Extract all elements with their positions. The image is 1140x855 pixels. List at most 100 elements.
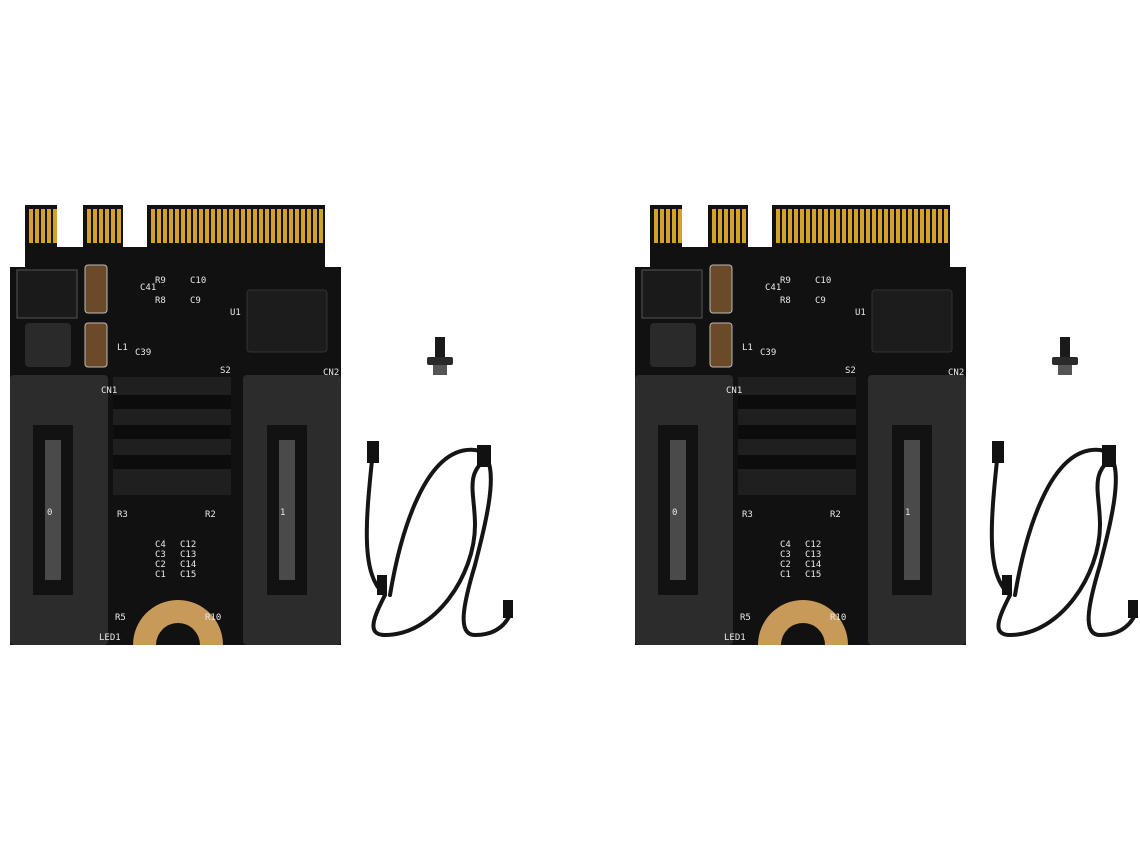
silkscreen-label: C12 <box>180 540 196 550</box>
gold-finger <box>718 209 722 243</box>
gold-finger <box>908 209 912 243</box>
gold-finger <box>175 209 179 243</box>
gold-finger <box>678 209 682 243</box>
silkscreen-label: C4 <box>780 540 791 550</box>
silkscreen-label: CN2 <box>948 368 964 378</box>
gold-finger <box>223 209 227 243</box>
gold-finger <box>944 209 948 243</box>
silkscreen-label: C4 <box>155 540 166 550</box>
silkscreen-label: LED1 <box>99 633 121 643</box>
heatsink <box>738 377 856 495</box>
gold-finger <box>41 209 45 243</box>
gold-finger <box>157 209 161 243</box>
gold-finger <box>788 209 792 243</box>
silkscreen-label: R8 <box>780 296 791 306</box>
gold-finger <box>205 209 209 243</box>
gold-finger <box>181 209 185 243</box>
silkscreen-label: R3 <box>117 510 128 520</box>
silkscreen-label: C13 <box>805 550 821 560</box>
silkscreen-label: C39 <box>135 348 151 358</box>
gold-finger <box>283 209 287 243</box>
silkscreen-label: C1 <box>780 570 791 580</box>
standoff-screw <box>1052 337 1078 375</box>
silkscreen-label: C10 <box>190 276 206 286</box>
gold-finger <box>211 209 215 243</box>
gold-finger <box>53 209 57 243</box>
silkscreen-label: C39 <box>760 348 776 358</box>
regulator-chip <box>16 269 78 319</box>
port-number-label: 0 <box>672 508 677 518</box>
gold-finger <box>736 209 740 243</box>
gold-finger <box>866 209 870 243</box>
silkscreen-label: S2 <box>845 366 856 376</box>
gold-finger <box>277 209 281 243</box>
gold-finger <box>938 209 942 243</box>
silkscreen-label: CN1 <box>101 386 117 396</box>
gold-finger <box>800 209 804 243</box>
mounting-notch <box>758 600 848 645</box>
silkscreen-label: C1 <box>155 570 166 580</box>
gold-finger <box>151 209 155 243</box>
silkscreen-label: R3 <box>742 510 753 520</box>
silkscreen-label: R10 <box>205 613 221 623</box>
gold-finger <box>163 209 167 243</box>
silkscreen-label: R5 <box>115 613 126 623</box>
gold-finger <box>902 209 906 243</box>
port-number-label: 1 <box>905 508 910 518</box>
silkscreen-label: C15 <box>180 570 196 580</box>
inductor <box>25 323 71 367</box>
silkscreen-label: C9 <box>815 296 826 306</box>
gold-finger <box>93 209 97 243</box>
port-number-label: 1 <box>280 508 285 518</box>
gold-finger <box>301 209 305 243</box>
gold-finger <box>842 209 846 243</box>
capacitor <box>84 264 108 314</box>
silkscreen-label: C12 <box>805 540 821 550</box>
silkscreen-label: C10 <box>815 276 831 286</box>
gold-finger <box>307 209 311 243</box>
gold-finger <box>187 209 191 243</box>
gold-finger <box>890 209 894 243</box>
sata-port-right <box>868 375 966 645</box>
silkscreen-label: R9 <box>780 276 791 286</box>
silkscreen-label: S2 <box>220 366 231 376</box>
gold-finger <box>782 209 786 243</box>
silkscreen-label: U1 <box>230 308 241 318</box>
gold-finger <box>193 209 197 243</box>
gold-finger <box>660 209 664 243</box>
port-number-label: 0 <box>47 508 52 518</box>
gold-finger <box>712 209 716 243</box>
gold-finger <box>99 209 103 243</box>
gold-finger <box>812 209 816 243</box>
silkscreen-label: L1 <box>742 343 753 353</box>
controller-chip <box>871 289 953 353</box>
gold-finger <box>253 209 257 243</box>
gold-finger <box>672 209 676 243</box>
capacitor <box>709 322 733 368</box>
gold-finger <box>824 209 828 243</box>
sata-port-left <box>635 375 733 645</box>
silkscreen-label: R2 <box>205 510 216 520</box>
gold-finger <box>854 209 858 243</box>
gold-edge-connector <box>654 209 948 243</box>
gold-finger <box>872 209 876 243</box>
heatsink <box>113 377 231 495</box>
silkscreen-label: C3 <box>155 550 166 560</box>
capacitor <box>84 322 108 368</box>
silkscreen-label: C3 <box>780 550 791 560</box>
gold-finger <box>229 209 233 243</box>
gold-finger <box>111 209 115 243</box>
gold-finger <box>313 209 317 243</box>
sata-cable <box>989 441 1138 638</box>
gold-finger <box>926 209 930 243</box>
gold-finger <box>776 209 780 243</box>
gold-finger <box>896 209 900 243</box>
gold-finger <box>818 209 822 243</box>
gold-finger <box>47 209 51 243</box>
gold-finger <box>932 209 936 243</box>
